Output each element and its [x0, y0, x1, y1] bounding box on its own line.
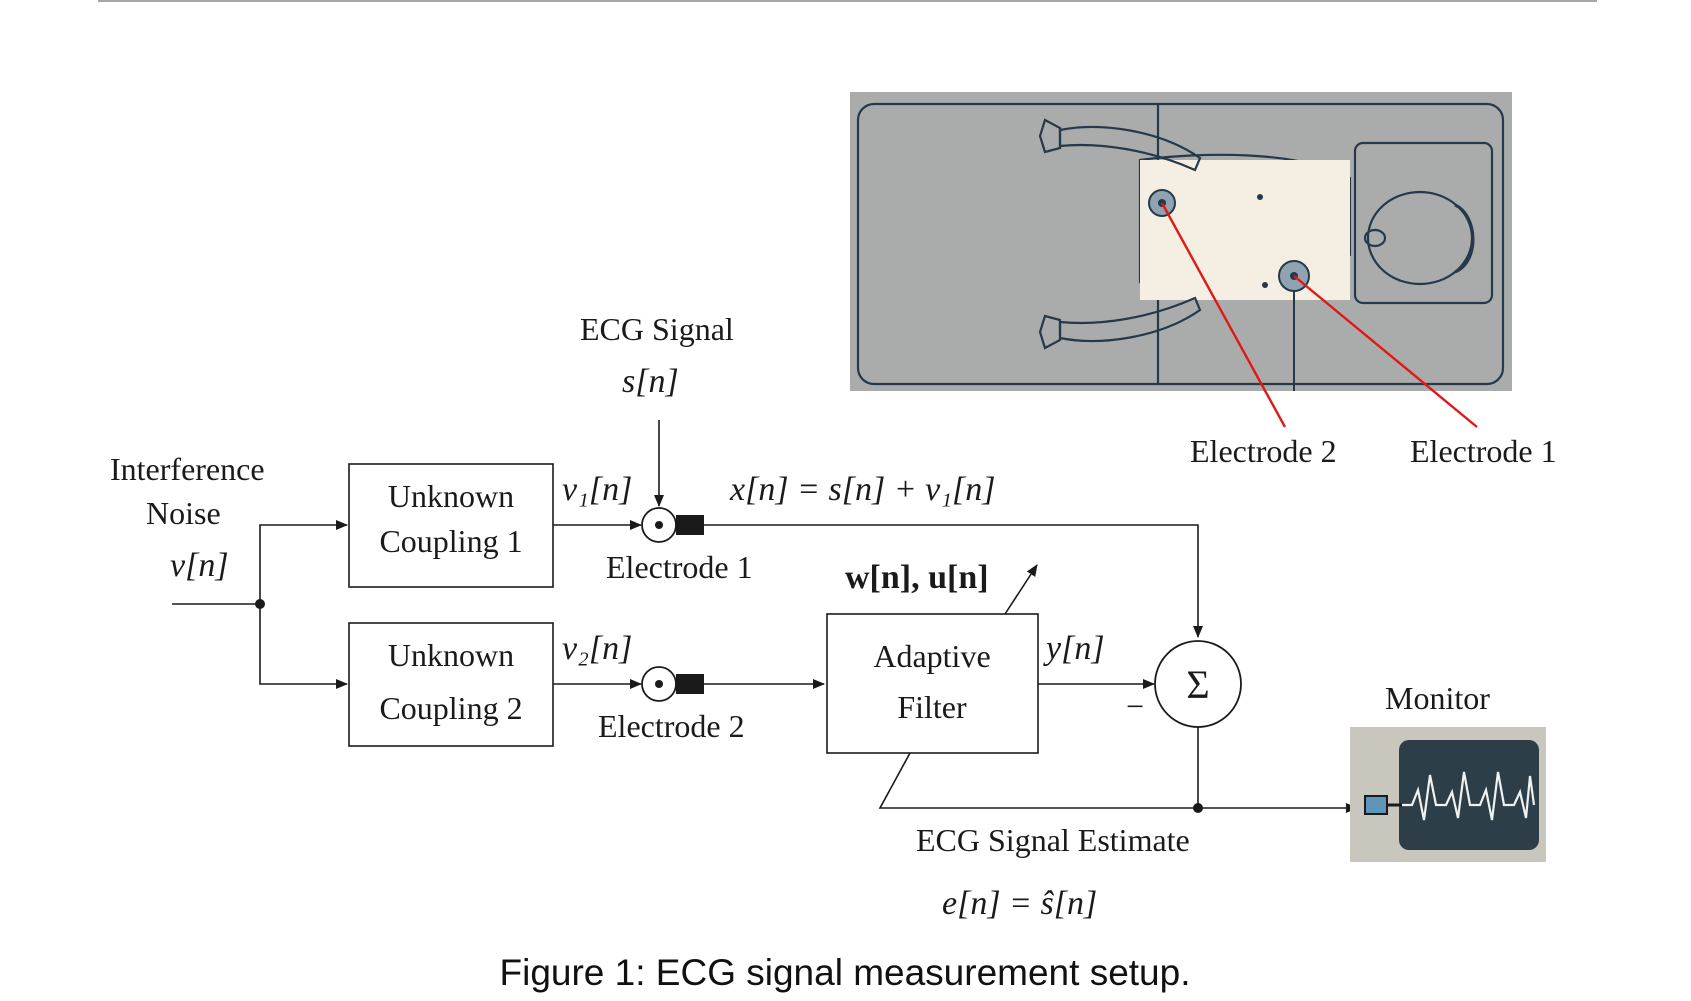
electrode1-symbol: [641, 507, 704, 543]
wire-to-coupling2: [259, 604, 348, 689]
electrode2-symbol: [641, 666, 704, 702]
adaptation-arrow: [1004, 564, 1038, 615]
v1-label: v₁[n]: [562, 471, 632, 508]
primary-signal-wire: [704, 524, 1203, 638]
ecg-signal-label: ECG Signal: [580, 311, 734, 347]
sum-symbol: Σ: [1186, 662, 1209, 707]
v2-label: v₂[n]: [562, 630, 632, 667]
adaptive-filter-block: [826, 613, 1039, 754]
noise-variable: v[n]: [170, 547, 229, 584]
minus-sign: −: [1126, 688, 1144, 724]
electrode2-label: Electrode 2: [598, 708, 745, 744]
filter-line1: Adaptive: [873, 638, 990, 674]
photo-electrode1-label: Electrode 1: [1410, 433, 1557, 469]
weights-label: w[n], u[n]: [845, 559, 989, 596]
figure-caption: Figure 1: ECG signal measurement setup.: [500, 952, 1191, 993]
coupling2-line1: Unknown: [388, 637, 514, 673]
interference-label: Interference: [110, 451, 265, 487]
estimate-label: ECG Signal Estimate: [916, 822, 1190, 858]
unknown-coupling2-block: [348, 622, 554, 747]
noise-label: Noise: [146, 495, 221, 531]
filter-line2: Filter: [897, 689, 967, 725]
x-equation: x[n] = s[n] + v₁[n]: [729, 471, 996, 508]
error-feedback-wire: [878, 752, 1198, 809]
monitor-label: Monitor: [1385, 680, 1490, 716]
wire-to-coupling1: [259, 520, 348, 604]
coupling1-line1: Unknown: [388, 478, 514, 514]
patient-illustration: [850, 92, 1512, 428]
e-equation: e[n] = ŝ[n]: [942, 885, 1097, 922]
s-n-label: s[n]: [622, 363, 679, 400]
ecg-waveform: [1402, 771, 1536, 821]
electrode1-label: Electrode 1: [606, 549, 753, 585]
coupling2-line2: Coupling 2: [379, 690, 522, 726]
photo-electrode2-label: Electrode 2: [1190, 433, 1337, 469]
electrode2-leader: [1160, 202, 1287, 428]
electrode1-leader: [1293, 275, 1478, 428]
monitor-image: [1350, 727, 1546, 862]
coupling1-line2: Coupling 1: [379, 523, 522, 559]
y-n-label: y[n]: [1043, 630, 1105, 667]
